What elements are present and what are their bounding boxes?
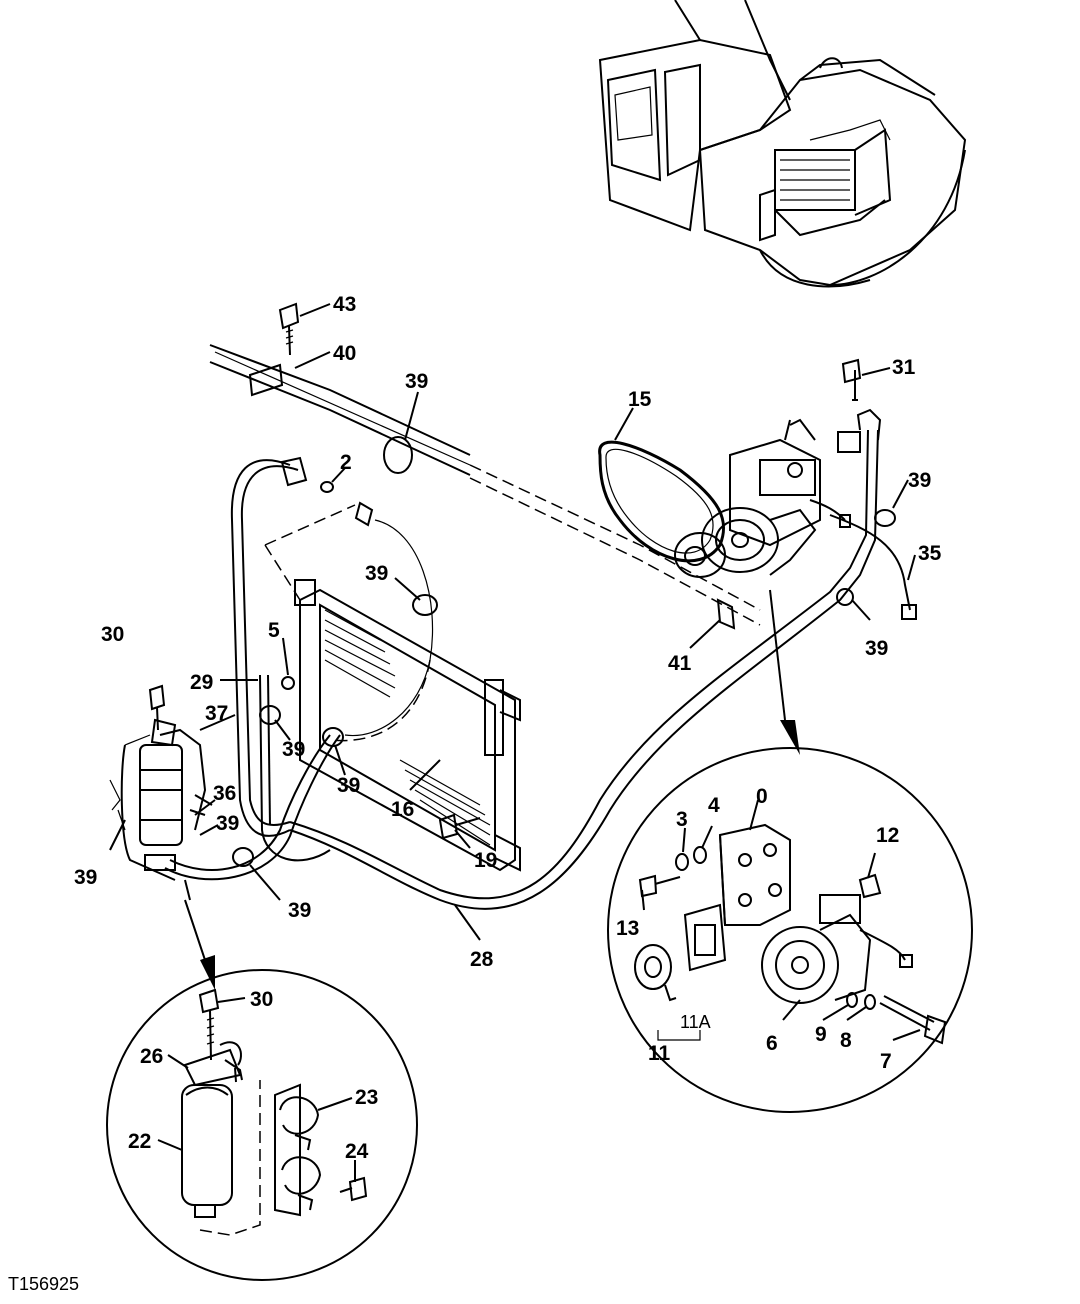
callout-35: 35 <box>918 542 942 565</box>
callout-13: 13 <box>616 917 639 940</box>
callout-labels: 43 40 39 2 15 31 39 35 39 5 30 29 37 39 … <box>74 293 942 1163</box>
callout-15: 15 <box>628 388 652 411</box>
callout-39: 39 <box>405 370 428 393</box>
callout-39: 39 <box>365 562 388 585</box>
callout-39: 39 <box>288 899 311 922</box>
callout-6: 6 <box>766 1032 778 1055</box>
callout-2: 2 <box>340 451 352 474</box>
receiver-drier <box>109 684 215 990</box>
callout-39: 39 <box>282 738 305 761</box>
callout-16: 16 <box>391 798 414 821</box>
callout-30: 30 <box>101 623 124 646</box>
callout-39: 39 <box>908 469 931 492</box>
callout-19: 19 <box>474 849 497 872</box>
callout-39: 39 <box>337 774 360 797</box>
figure-id: T156925 <box>8 1274 79 1294</box>
compressor-assembly <box>598 418 917 755</box>
callout-39: 39 <box>865 637 888 660</box>
detail-compressor-mount <box>607 747 973 1113</box>
callout-28: 28 <box>470 948 494 971</box>
callout-24: 24 <box>345 1140 369 1163</box>
hose-clamps <box>232 302 896 867</box>
callout-3: 3 <box>676 808 688 831</box>
callout-36: 36 <box>213 782 236 805</box>
callout-39: 39 <box>74 866 97 889</box>
frame-rails <box>209 344 761 626</box>
callout-11: 11 <box>648 1042 671 1065</box>
callout-39: 39 <box>216 812 239 835</box>
callout-7: 7 <box>880 1050 892 1073</box>
callout-5: 5 <box>268 619 280 642</box>
callout-22: 22 <box>128 1130 151 1153</box>
callout-11a: 11A <box>680 1012 711 1032</box>
leader-lines <box>109 303 921 1182</box>
callout-29: 29 <box>190 671 213 694</box>
callout-31: 31 <box>892 356 916 379</box>
callout-43: 43 <box>333 293 356 316</box>
callout-30: 30 <box>250 988 273 1011</box>
detail-receiver-mount <box>106 969 418 1281</box>
refrigerant-hoses <box>164 370 882 910</box>
callout-8: 8 <box>840 1029 852 1052</box>
callout-4: 4 <box>708 794 720 817</box>
callout-23: 23 <box>355 1086 378 1109</box>
callout-26: 26 <box>140 1045 163 1068</box>
callout-0: 0 <box>756 785 768 808</box>
excavator-overview <box>598 0 967 288</box>
condenser <box>264 504 521 872</box>
callout-37: 37 <box>205 702 228 725</box>
callout-9: 9 <box>815 1023 827 1046</box>
callout-41: 41 <box>668 652 692 675</box>
callout-12: 12 <box>876 824 899 847</box>
callout-40: 40 <box>333 342 356 365</box>
